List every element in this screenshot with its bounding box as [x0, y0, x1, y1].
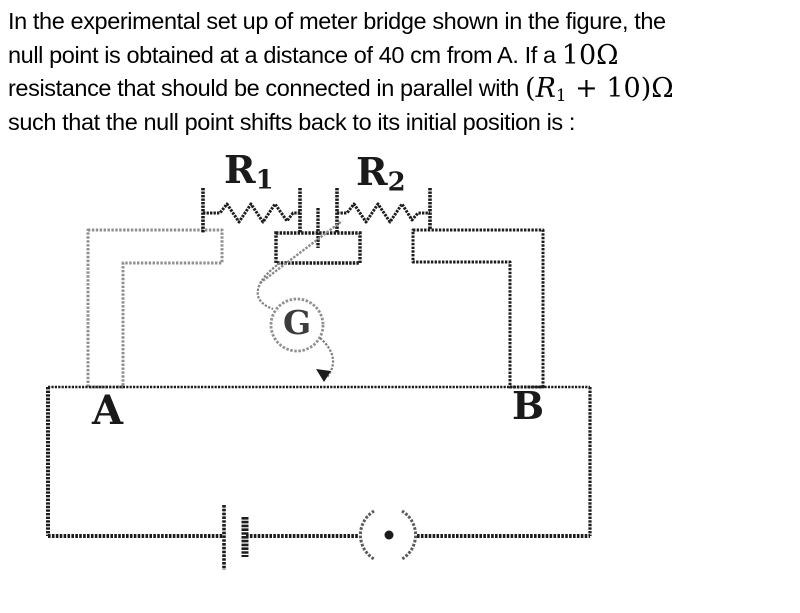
- meter-bridge-figure: R1 R2 G A B: [0, 150, 800, 613]
- left-connector-wire: [86, 228, 224, 389]
- math-r1-plus-10: (R1 + 10)Ω: [525, 73, 674, 104]
- key-symbol: [358, 509, 418, 561]
- battery-symbol: [222, 505, 249, 570]
- galvanometer-wire-out: [319, 337, 335, 378]
- r2-label-base: R: [356, 149, 388, 194]
- endpoint-a-label: A: [92, 387, 124, 434]
- question-line-1: In the experimental set up of meter brid…: [8, 8, 666, 34]
- galvanometer-circle: [269, 297, 325, 353]
- right-connector-wire: [411, 228, 545, 389]
- math-10-ohm: 10Ω: [561, 39, 619, 71]
- math-omega: Ω: [651, 73, 674, 104]
- circuit-diagram: [46, 188, 592, 570]
- resistor-r2-symbol: [335, 188, 432, 233]
- galvanometer-wire-in: [256, 262, 281, 311]
- math-sub-1: 1: [555, 85, 567, 106]
- question-line-3-text: resistance that should be connected in p…: [8, 75, 526, 101]
- question-line-4: such that the null point shifts back to …: [8, 108, 576, 135]
- r2-label: R2: [356, 153, 406, 196]
- question-line-2-text: null point is obtained at a distance of …: [8, 41, 562, 68]
- key-right-arc: [401, 509, 418, 561]
- question-text: In the experimental set up of meter brid…: [8, 5, 798, 139]
- jockey-pointer: [259, 220, 343, 284]
- question-line-2: null point is obtained at a distance of …: [8, 39, 798, 73]
- galvanometer-label: G: [283, 303, 312, 342]
- math-plus-10: + 10): [566, 73, 652, 104]
- question-line-3: resistance that should be connected in p…: [8, 72, 798, 106]
- r1-label: R1: [224, 151, 274, 194]
- endpoint-b-label: B: [512, 383, 545, 428]
- math-var-r: R: [535, 73, 556, 104]
- math-paren-open: (: [525, 73, 536, 104]
- r1-zigzag: [203, 202, 300, 224]
- jockey-arrow-icon: [316, 369, 331, 382]
- key-dot: [384, 530, 394, 540]
- r1-label-subscript: 1: [255, 165, 274, 196]
- r2-zigzag: [337, 202, 430, 224]
- r1-label-base: R: [224, 147, 256, 192]
- r2-label-subscript: 2: [387, 167, 406, 198]
- key-left-arc: [358, 509, 375, 561]
